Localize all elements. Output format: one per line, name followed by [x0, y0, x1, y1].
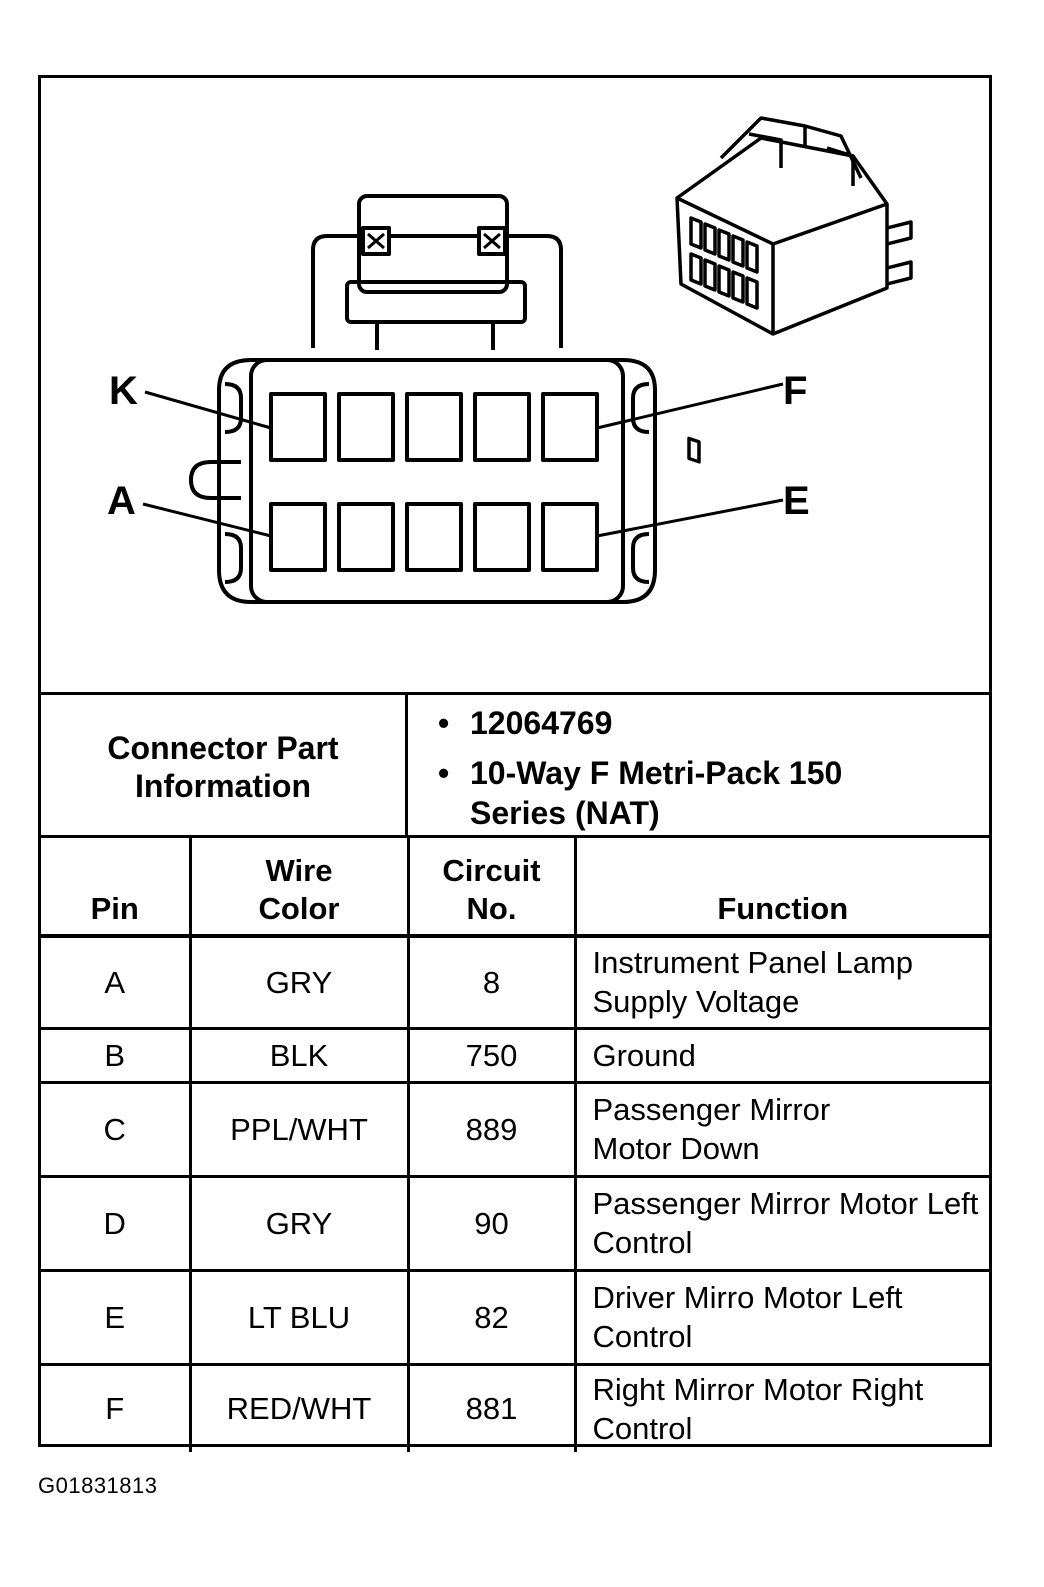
function-cell: Right Mirror Motor Right Control [573, 1362, 989, 1452]
connector-figure-frame: K A F E Connector Part Information 12064… [38, 75, 992, 1452]
header-function: Function [573, 838, 989, 938]
function-cell: Passenger Mirror Motor Left Control [573, 1174, 989, 1272]
callout-label-e: E [783, 479, 810, 523]
wire-color-cell: PPL/WHT [188, 1080, 410, 1178]
header-pin: Pin [41, 838, 192, 938]
pin-cell: F [41, 1362, 192, 1452]
function-cell: Instrument Panel Lamp Supply Voltage [573, 934, 989, 1030]
callout-label-a: A [107, 479, 136, 523]
table-row: A GRY 8 Instrument Panel Lamp Supply Vol… [41, 934, 989, 1030]
circuit-no-cell: 82 [406, 1268, 577, 1366]
table-row: D GRY 90 Passenger Mirror Motor Left Con… [41, 1174, 989, 1272]
connector-type: 10-Way F Metri-Pack 150 Series (NAT) [438, 753, 989, 833]
connector-face-drawing: K A F E [107, 116, 913, 604]
callout-leaders [142, 382, 784, 538]
function-cell: Driver Mirro Motor Left Control [573, 1268, 989, 1366]
cavity-row-bottom [269, 502, 599, 572]
table-row: F RED/WHT 881 Right Mirror Motor Right C… [41, 1362, 989, 1452]
circuit-no-cell: 750 [406, 1026, 577, 1084]
wire-color-cell: GRY [188, 934, 410, 1030]
connector-3d-view [675, 116, 913, 464]
wire-color-cell: BLK [188, 1026, 410, 1084]
part-info-values: 12064769 10-Way F Metri-Pack 150 Series … [408, 695, 989, 835]
pin-cell: C [41, 1080, 192, 1178]
header-circuit-no: Circuit No. [406, 838, 577, 938]
callout-label-f: F [783, 369, 807, 413]
circuit-no-cell: 8 [406, 934, 577, 1030]
figure-id: G01831813 [38, 1473, 158, 1498]
connector-part-information: Connector Part Information 12064769 10-W… [41, 692, 989, 838]
function-cell: Ground [573, 1026, 989, 1084]
circuit-no-cell: 889 [406, 1080, 577, 1178]
circuit-no-cell: 881 [406, 1362, 577, 1452]
header-wire-color: Wire Color [188, 838, 410, 938]
part-number: 12064769 [438, 703, 989, 743]
connector-body [189, 358, 657, 604]
pin-table-header: Pin Wire Color Circuit No. Function [41, 838, 989, 938]
pin-table: Pin Wire Color Circuit No. Function A GR… [41, 838, 989, 1452]
pin-cell: D [41, 1174, 192, 1272]
circuit-no-cell: 90 [406, 1174, 577, 1272]
table-row: C PPL/WHT 889 Passenger Mirror Motor Dow… [41, 1080, 989, 1178]
wire-color-cell: RED/WHT [188, 1362, 410, 1452]
connector-diagram: K A F E [41, 78, 989, 692]
wire-color-cell: LT BLU [188, 1268, 410, 1366]
cavity-row-top [269, 392, 599, 462]
function-cell: Passenger Mirror Motor Down [573, 1080, 989, 1178]
table-row: E LT BLU 82 Driver Mirro Motor Left Cont… [41, 1268, 989, 1366]
callout-label-k: K [109, 369, 138, 413]
pin-cell: B [41, 1026, 192, 1084]
wire-color-cell: GRY [188, 1174, 410, 1272]
table-row: B BLK 750 Ground [41, 1026, 989, 1084]
part-info-label: Connector Part Information [41, 695, 408, 835]
connector-latch [311, 194, 563, 350]
pin-cell: E [41, 1268, 192, 1366]
pin-cell: A [41, 934, 192, 1030]
